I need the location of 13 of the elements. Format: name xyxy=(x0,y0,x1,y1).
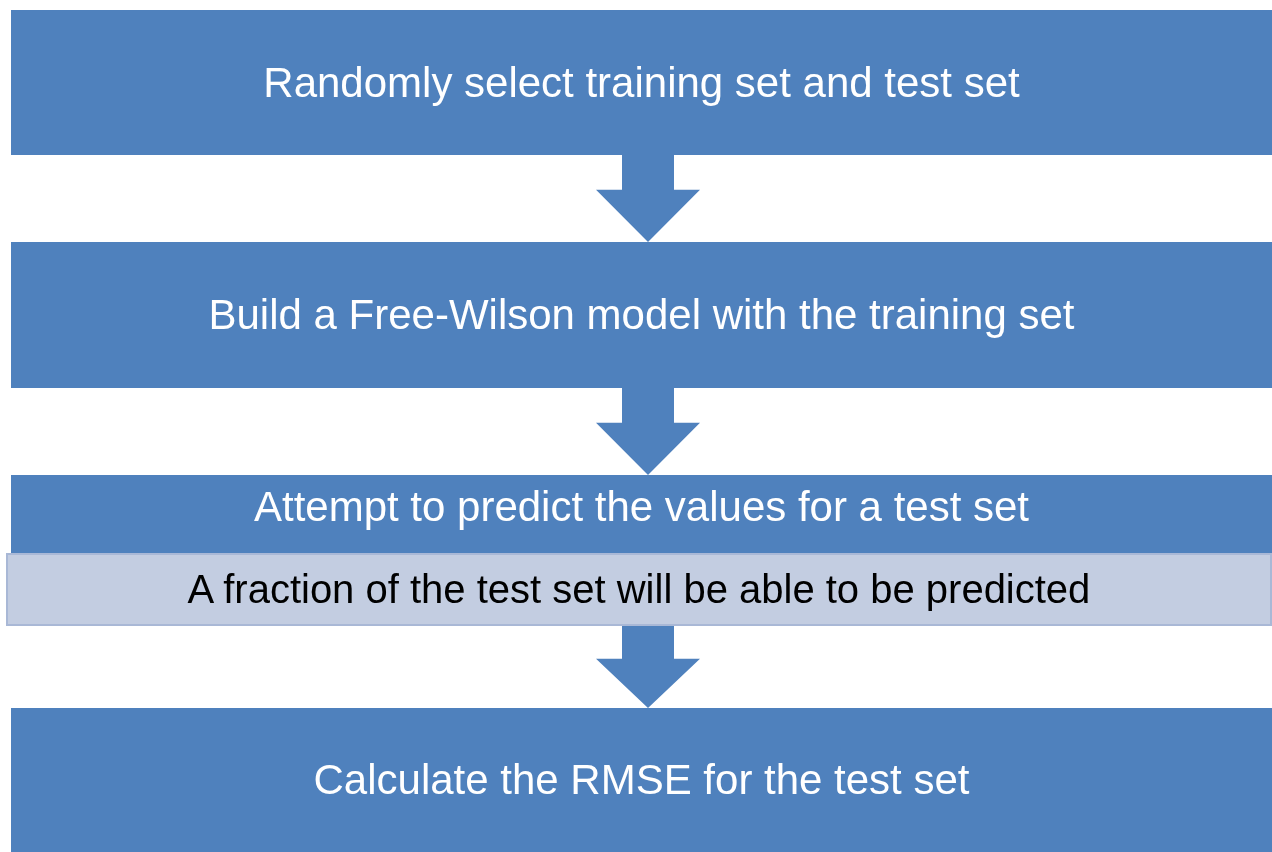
process-box xyxy=(11,475,1272,555)
step-text: Calculate the RMSE for the test set xyxy=(313,756,970,804)
process-box xyxy=(11,242,1272,388)
process-box xyxy=(11,10,1272,155)
block-arrow xyxy=(596,155,700,242)
step-text: Attempt to predict the values for a test set xyxy=(253,483,1030,531)
note-band xyxy=(6,553,1272,626)
step-text: Randomly select training set and test set xyxy=(263,58,1020,107)
step-text: Build a Free-Wilson model with the training set xyxy=(208,291,1075,339)
process-box xyxy=(11,708,1272,852)
block-arrow xyxy=(596,388,700,475)
block-arrow xyxy=(596,626,700,708)
step-text: A fraction of the test set will be able to be predicted xyxy=(187,567,1091,612)
